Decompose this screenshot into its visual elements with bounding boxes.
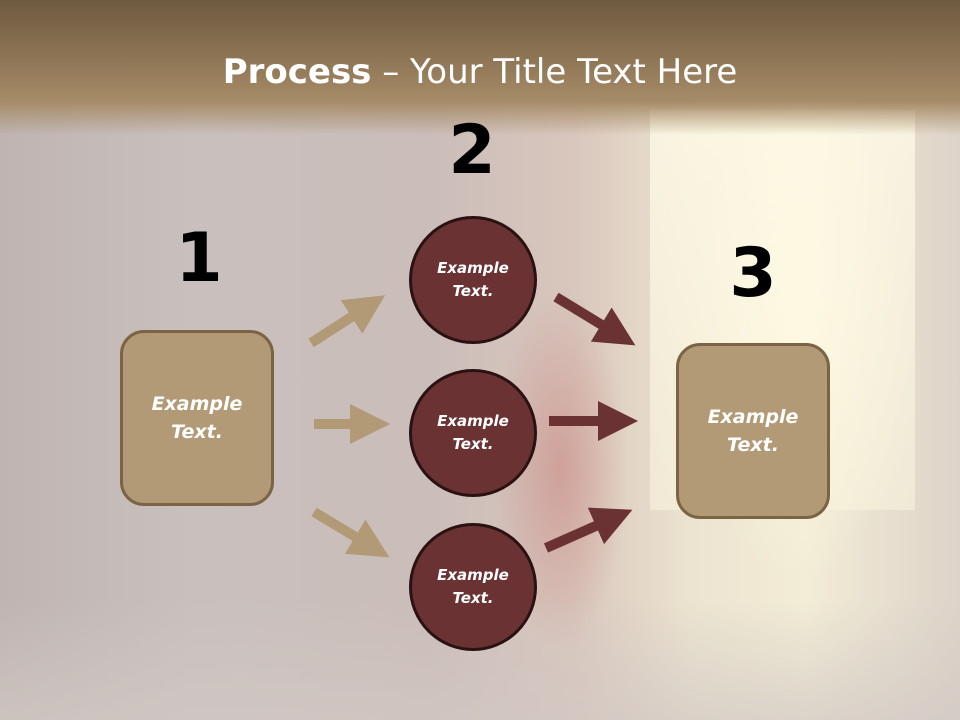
process-box-left-text: Example Text. [151,392,243,444]
process-circle-top-text: Example Text. [437,258,509,300]
process-box-right: Example Text. [676,343,830,519]
process-circle-top: Example Text. [409,216,537,344]
process-circle-bottom: Example Text. [409,523,537,651]
step-number-1: 1 [175,219,223,298]
process-box-left: Example Text. [120,330,274,506]
step-number-3: 3 [729,234,777,313]
step-number-2: 2 [448,111,496,190]
slide-title: Process – Your Title Text Here [0,52,960,92]
arrow-left-to-bottom [311,507,390,558]
process-circle-middle-text: Example Text. [437,411,509,453]
process-circle-middle: Example Text. [409,369,537,497]
process-box-right-text: Example Text. [707,405,799,457]
arrow-left-to-top [308,295,386,348]
arrow-bottom-to-right [543,507,633,553]
title-rest: – Your Title Text Here [371,52,738,92]
arrow-top-to-right [553,292,636,346]
title-band [0,0,960,135]
process-circle-bottom-text: Example Text. [437,565,509,607]
title-bold: Process [222,52,372,92]
